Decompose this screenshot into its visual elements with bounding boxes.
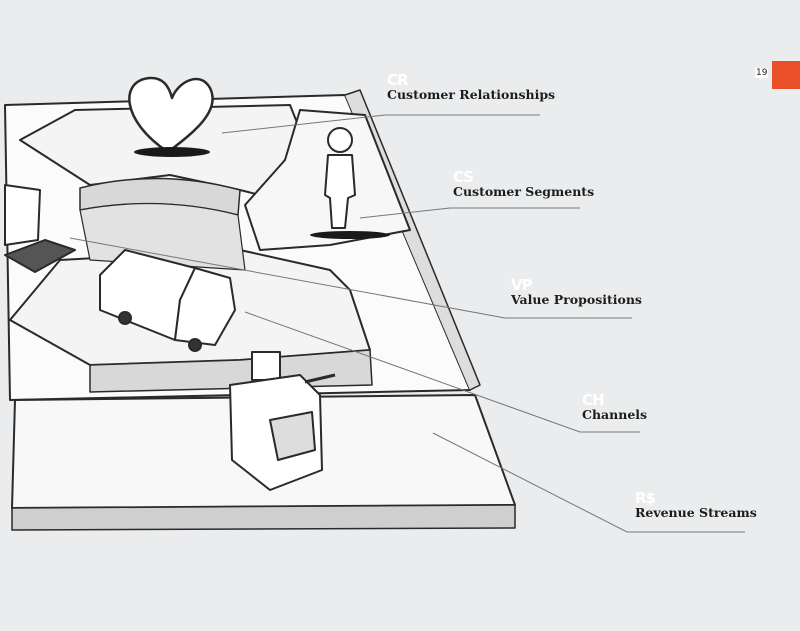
cash-register-icon [229,351,336,491]
label-name: Revenue Streams [635,505,757,520]
label-name: Customer Relationships [387,87,556,102]
label-revenue-streams: R$ Revenue Streams [635,491,757,520]
label-abbr: CS [453,168,474,186]
label-value-propositions: VP Value Propositions [511,278,642,307]
heart-icon [128,76,214,154]
label-name: Channels [582,407,648,422]
page-number: 19 [755,68,769,78]
leader-cs [359,207,580,219]
label-abbr: CH [582,391,605,409]
label-abbr: CR [387,71,409,89]
label-abbr: VP [511,276,533,294]
leader-ch [244,311,640,433]
person-icon [310,127,390,239]
leader-cr [221,114,540,134]
truck-icon [99,249,236,352]
label-abbr: R$ [635,489,656,507]
label-name: Value Propositions [511,292,642,307]
laptop-icon [4,239,76,273]
label-customer-relationships: CR Customer Relationships [387,73,555,102]
label-name: Customer Segments [453,184,595,199]
gift-icon [4,184,41,246]
label-customer-segments: CS Customer Segments [453,170,594,199]
section-tab-marker [772,61,800,89]
label-channels: CH Channels [582,393,647,422]
leader-rs [432,432,745,533]
leader-vp [69,237,632,319]
